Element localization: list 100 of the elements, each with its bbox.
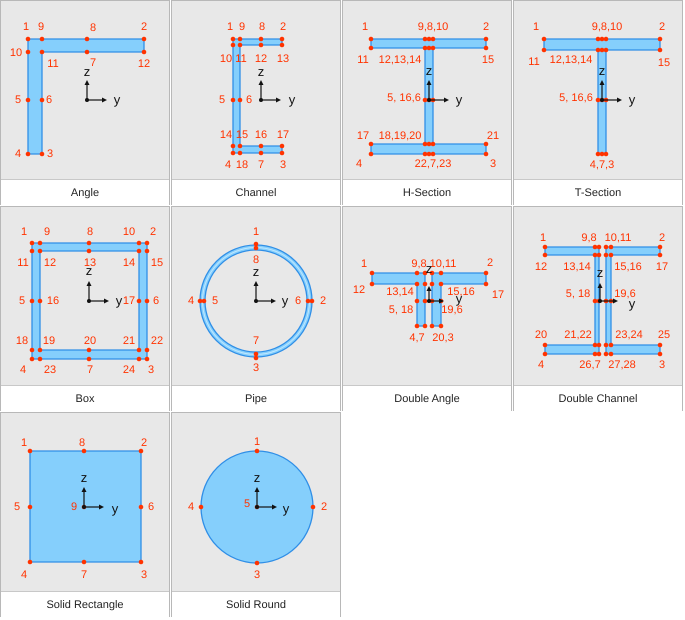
point-number: 20 bbox=[534, 329, 548, 341]
point-number: 5, 18 bbox=[388, 304, 414, 316]
point-number: 19,6 bbox=[614, 288, 636, 300]
point-number: 17 bbox=[276, 129, 290, 141]
point-number: 9,8,10 bbox=[418, 21, 448, 33]
point-number: 4 bbox=[14, 148, 22, 160]
point-number: 4 bbox=[538, 359, 544, 371]
point-number: 4 bbox=[20, 569, 28, 581]
point-number: 12 bbox=[44, 257, 56, 269]
section-panel bbox=[171, 0, 341, 205]
point-number: 12 bbox=[254, 53, 268, 65]
point-number: 5 bbox=[244, 498, 250, 510]
point-number: 17 bbox=[356, 130, 370, 142]
point-number: 13,14 bbox=[563, 261, 591, 273]
point-number: 25 bbox=[658, 329, 670, 341]
point-number: 10 bbox=[220, 53, 232, 65]
point-number: 5 bbox=[14, 501, 20, 513]
point-number: 4,7,3 bbox=[590, 159, 614, 171]
point-number: 10 bbox=[122, 226, 136, 238]
axis-label: y bbox=[456, 94, 462, 106]
axis-label: y bbox=[628, 94, 636, 106]
point-number: 16 bbox=[46, 295, 60, 307]
axis-label: y bbox=[114, 94, 120, 106]
point-number: 9 bbox=[238, 21, 246, 33]
point-number: 3 bbox=[490, 158, 496, 170]
point-number: 7 bbox=[258, 159, 264, 171]
axis-label: y bbox=[112, 503, 118, 515]
point-number: 18 bbox=[16, 335, 28, 347]
point-number: 11 bbox=[357, 54, 369, 66]
point-number: 8 bbox=[258, 21, 266, 33]
point-number: 21,22 bbox=[564, 329, 592, 341]
point-number: 6 bbox=[46, 94, 52, 106]
point-number: 5, 18 bbox=[566, 288, 590, 300]
point-number: 5 bbox=[212, 295, 218, 307]
axis-label: z bbox=[84, 66, 90, 78]
point-number: 4 bbox=[20, 364, 26, 376]
point-number: 1 bbox=[254, 436, 260, 448]
point-number: 10,11 bbox=[430, 258, 456, 270]
point-number: 8 bbox=[86, 226, 94, 238]
point-number: 7 bbox=[86, 364, 94, 376]
point-number: 5 bbox=[14, 94, 22, 106]
section-panel bbox=[171, 412, 341, 617]
point-number: 24 bbox=[122, 364, 136, 376]
point-number: 4 bbox=[224, 159, 232, 171]
point-number: 3 bbox=[148, 364, 154, 376]
point-number: 1 bbox=[252, 226, 260, 238]
section-name: Channel bbox=[236, 187, 276, 199]
point-number: 3 bbox=[658, 359, 666, 371]
point-number: 18,19,20 bbox=[378, 130, 422, 142]
point-number: 4 bbox=[188, 295, 194, 307]
axis-label: z bbox=[426, 263, 432, 275]
point-number: 21 bbox=[486, 130, 500, 142]
point-number: 22 bbox=[150, 335, 164, 347]
section-panel bbox=[0, 412, 170, 617]
point-number: 6 bbox=[246, 94, 252, 106]
section-name: Solid Round bbox=[226, 599, 286, 611]
point-number: 26,7 bbox=[579, 359, 601, 371]
point-number: 20,3 bbox=[432, 332, 454, 344]
point-number: 7 bbox=[80, 569, 88, 581]
point-number: 3 bbox=[46, 148, 54, 160]
axis-label: z bbox=[258, 66, 264, 78]
point-number: 9 bbox=[44, 226, 50, 238]
point-number: 6 bbox=[294, 295, 302, 307]
point-number: 4,7 bbox=[409, 332, 425, 344]
point-number: 2 bbox=[658, 232, 666, 244]
point-number: 5 bbox=[218, 94, 226, 106]
axis-label: y bbox=[288, 94, 296, 106]
point-number: 2 bbox=[482, 21, 490, 33]
point-number: 9,8 bbox=[581, 232, 597, 244]
section-panel bbox=[342, 0, 512, 205]
point-number: 17 bbox=[656, 261, 668, 273]
point-number: 2 bbox=[140, 437, 148, 449]
point-number: 1 bbox=[360, 258, 368, 270]
point-number: 11 bbox=[17, 257, 29, 269]
section-name: Double Channel bbox=[558, 393, 638, 405]
point-number: 27,28 bbox=[608, 359, 636, 371]
point-number: 9 bbox=[70, 501, 78, 513]
axis-label: z bbox=[426, 65, 432, 77]
section-panel bbox=[513, 0, 683, 205]
point-number: 12,13,14 bbox=[550, 54, 592, 66]
section-panel bbox=[0, 206, 170, 411]
axis-label: y bbox=[628, 298, 636, 310]
point-number: 9,8,10 bbox=[592, 21, 622, 33]
point-number: 21 bbox=[122, 335, 136, 347]
point-number: 17 bbox=[492, 289, 504, 301]
point-number: 14 bbox=[220, 129, 232, 141]
point-number: 20 bbox=[84, 335, 96, 347]
point-number: 2 bbox=[150, 226, 156, 238]
point-number: 9,8 bbox=[411, 258, 427, 270]
point-number: 10,11 bbox=[604, 232, 632, 244]
point-number: 6 bbox=[152, 295, 160, 307]
axis-label: z bbox=[598, 65, 606, 77]
point-number: 11 bbox=[528, 56, 540, 68]
point-number: 2 bbox=[320, 501, 328, 513]
axis-label: z bbox=[254, 472, 260, 484]
point-number: 1 bbox=[362, 21, 368, 33]
point-number: 12,13,14 bbox=[378, 54, 422, 66]
point-number: 9 bbox=[38, 21, 44, 33]
point-number: 12 bbox=[534, 261, 548, 273]
point-number: 17 bbox=[122, 295, 136, 307]
